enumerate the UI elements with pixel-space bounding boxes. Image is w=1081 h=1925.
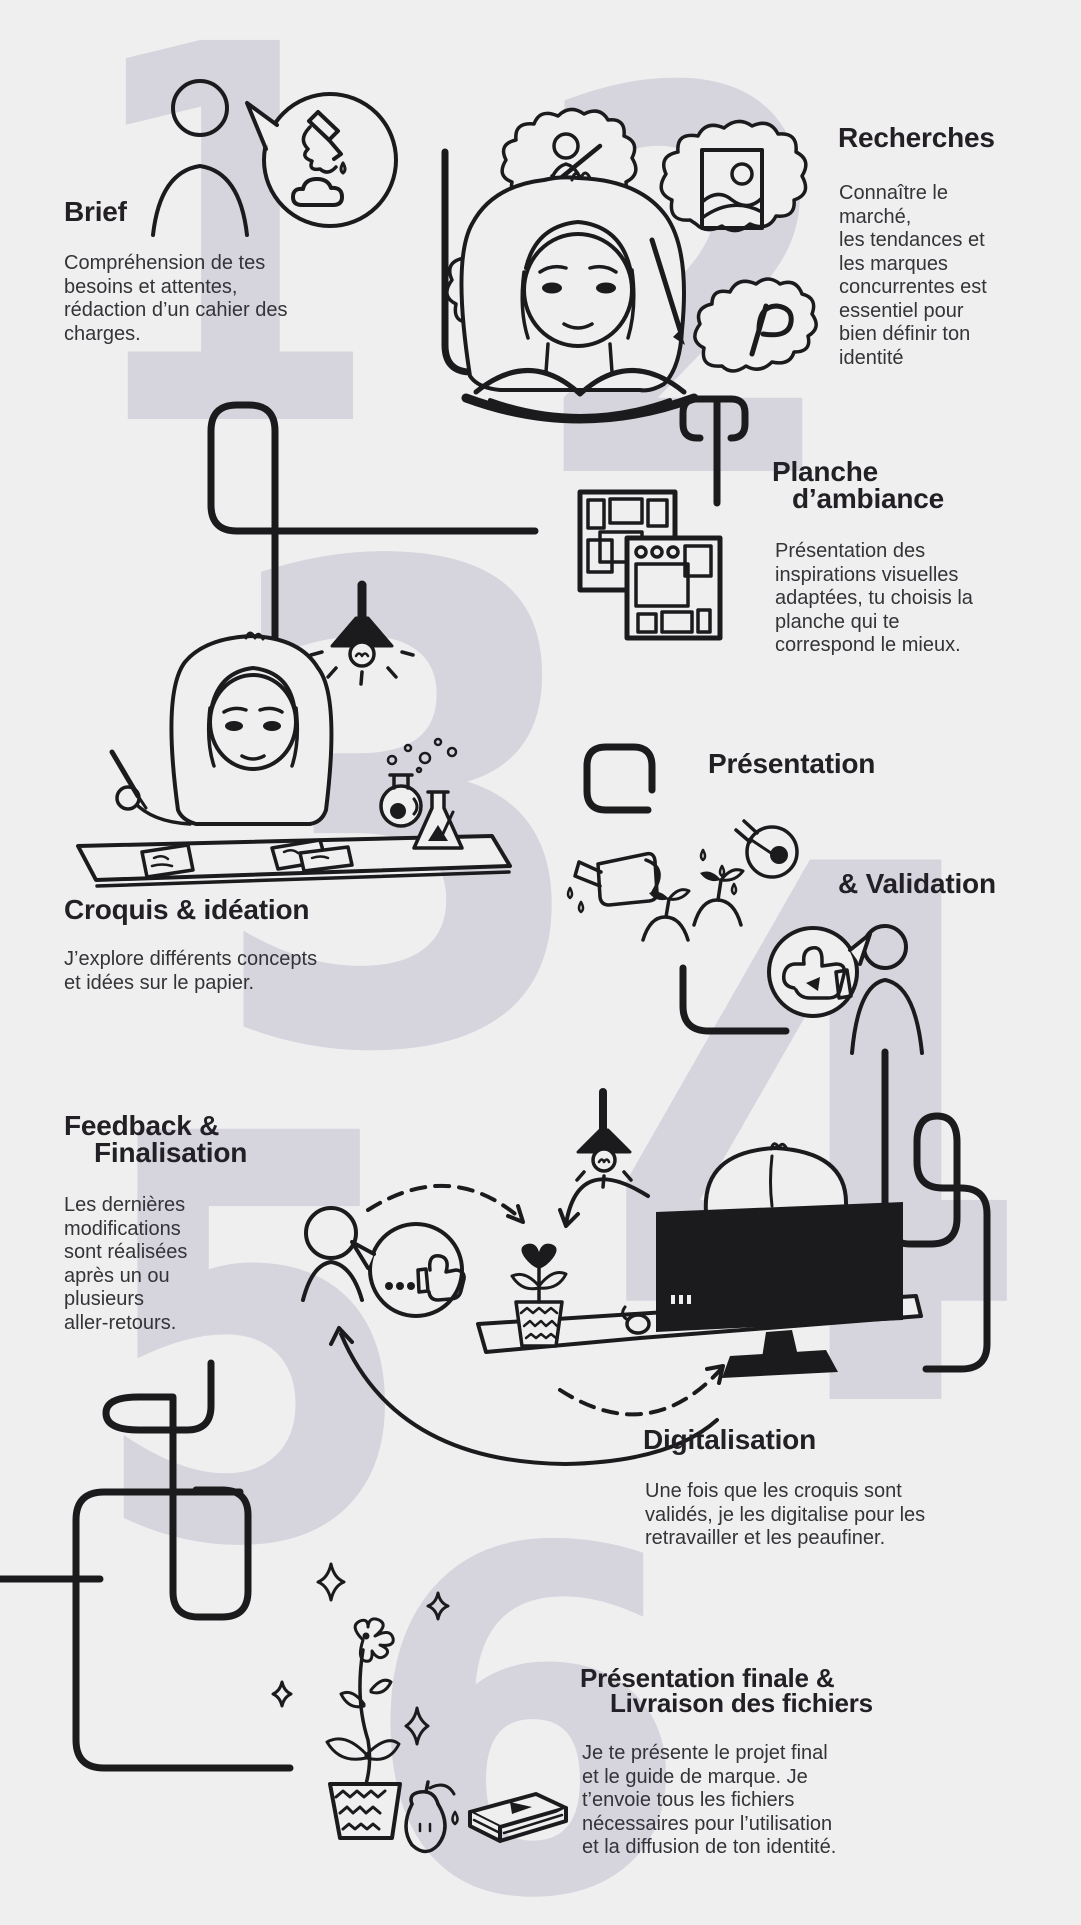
recherches-title: Recherches	[838, 122, 995, 153]
thought-cloud-pinterest-icon	[693, 277, 818, 373]
sparkles-icon	[271, 1562, 450, 1746]
hanging-lamp-icon	[575, 1088, 633, 1189]
brief-body: Compréhension de tes besoins et attentes…	[64, 252, 288, 345]
connector-pipes	[0, 148, 991, 1772]
recherches-body: Connaître le marché, les tendances et le…	[839, 182, 987, 369]
digitalisation-body: Une fois que les croquis sont validés, j…	[645, 1480, 926, 1549]
sprouts-icon	[641, 868, 745, 942]
ink-drop-icon	[339, 161, 347, 175]
moodboard-front	[624, 535, 723, 641]
presentation-title: Présentation	[708, 748, 876, 779]
finale-body: Je te présente le projet final et le gui…	[582, 1742, 837, 1858]
person-at-computer-icon	[656, 1142, 903, 1378]
girl-drawing-desk-icon	[109, 631, 334, 826]
finale-title-line2: Livraison des fichiers	[610, 1688, 873, 1718]
thumbs-up-bubble-icon	[350, 1222, 466, 1318]
planche-title-line1: Planche	[772, 456, 878, 487]
moodboard-icon	[577, 489, 723, 641]
girl-reading-book-icon	[459, 171, 699, 424]
person-icon	[151, 79, 249, 237]
feedback-title-line2: Finalisation	[94, 1137, 248, 1168]
finale-title: Présentation finale & Livraison des fich…	[580, 1663, 873, 1718]
step-numeral-1: 1	[76, 0, 384, 542]
mouse-icon	[621, 1305, 651, 1335]
croquis-body: J’explore différents concepts et idées s…	[64, 948, 318, 994]
feedback-body: Les dernières modifications sont réalisé…	[64, 1194, 188, 1334]
hand-icon	[301, 125, 338, 174]
thought-cloud-picture-icon	[659, 119, 808, 233]
digitalisation-title: Digitalisation	[643, 1424, 816, 1455]
pipe-step3-loop	[583, 743, 656, 814]
brief-illustration	[151, 79, 398, 237]
validation-title: & Validation	[838, 868, 996, 899]
pen-icon	[109, 749, 141, 799]
pipe-step5-hook	[169, 1486, 252, 1621]
seed-bag-icon	[404, 1780, 459, 1854]
feedback-loop-arrows-icon	[329, 1177, 725, 1466]
pipe-step5-bracket	[72, 1488, 294, 1772]
flower-pot-icon	[325, 1617, 402, 1840]
brand-book-icon	[468, 1792, 568, 1843]
planche-ambiance-body: Présentation des inspirations visuelles …	[775, 540, 973, 656]
pipe-step2-phi	[679, 395, 749, 507]
recherches-illustration	[445, 107, 818, 424]
feedback-title-line1: Feedback &	[64, 1110, 220, 1141]
monitor-icon	[656, 1202, 903, 1332]
watering-can-icon	[566, 851, 661, 914]
thumbs-up-bubble-icon	[767, 926, 872, 1018]
brief-title: Brief	[64, 196, 127, 227]
speech-bubble-hand-drawing-icon	[245, 92, 398, 228]
pencil-icon	[649, 237, 683, 333]
pipe-step5-pill	[102, 1359, 215, 1564]
step-numeral-5: 5	[87, 1018, 419, 1670]
person-icon	[301, 1206, 364, 1302]
planche-title-line2: d’ambiance	[792, 483, 945, 514]
pipe-step1-loop	[207, 401, 539, 649]
feedback-title: Feedback & Finalisation	[64, 1110, 248, 1168]
planche-ambiance-title: Planche d’ambiance	[772, 456, 945, 514]
finale-title-line1: Présentation finale &	[580, 1663, 835, 1693]
finale-illustration	[271, 1562, 568, 1854]
open-book-icon	[473, 368, 687, 397]
validation-illustration	[566, 819, 924, 1055]
digitalisation-illustration	[301, 1088, 923, 1466]
sketch-cards-icon	[140, 838, 354, 879]
pouring-lightbulb-icon	[699, 819, 799, 896]
pipe-step4-s-hook	[881, 1048, 991, 1373]
potted-plant-icon	[510, 1243, 568, 1348]
pipe-step3-elbow	[679, 964, 790, 1035]
croquis-title: Croquis & idéation	[64, 894, 310, 925]
cloud-icon	[291, 177, 344, 207]
potion-flasks-icon	[379, 737, 464, 850]
croquis-illustration	[76, 580, 512, 888]
hanging-lamp-icon	[309, 580, 415, 686]
